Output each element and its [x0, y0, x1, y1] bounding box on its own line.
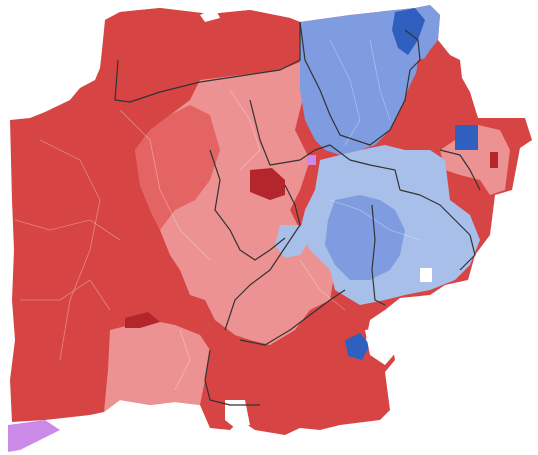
southwest-other-region — [8, 420, 60, 452]
south-slight-republican-region — [104, 320, 210, 412]
no-data-gap-north — [200, 8, 220, 22]
no-data-gap-east — [420, 268, 432, 282]
central-strong-republican-patch — [250, 168, 285, 200]
district-boundaries — [114, 21, 481, 406]
south-central-democrat-region — [325, 195, 405, 280]
precinct-boundaries — [14, 39, 421, 391]
east-strong-republican-dot — [490, 152, 498, 168]
west-strong-republican-patch — [125, 312, 160, 328]
no-data-gap-south — [225, 400, 250, 428]
northeast-red-patch — [416, 55, 460, 88]
west-lean-republican-region — [135, 105, 220, 230]
northeast-core-democrat-region — [392, 8, 425, 55]
north-other-patch — [307, 155, 316, 165]
south-strong-democrat-patch — [345, 333, 370, 360]
no-data-gap-southeast — [365, 325, 398, 365]
northwest-region — [105, 8, 300, 100]
east-strong-democrat-patch — [455, 125, 478, 150]
